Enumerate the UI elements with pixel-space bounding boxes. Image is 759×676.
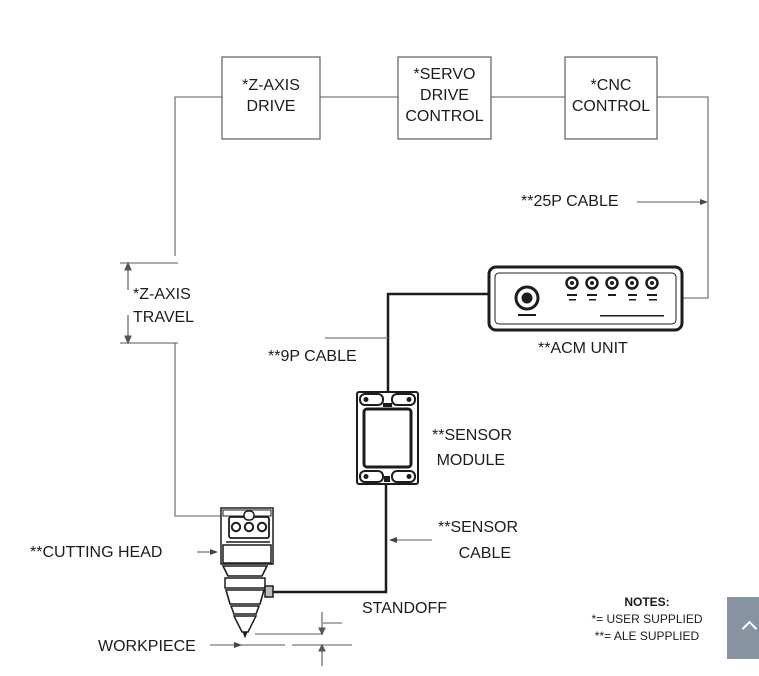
cutting-head-label: **CUTTING HEAD [30, 544, 163, 561]
arrow-cutting-head [210, 549, 218, 555]
acm-unit-label: **ACM UNIT [538, 340, 628, 357]
cable-sensor [272, 484, 388, 594]
zaxis-drive-label: *Z-AXIS DRIVE [242, 77, 300, 115]
chevron-up-icon [741, 620, 758, 637]
notes-user-supplied: *= USER SUPPLIED [591, 612, 703, 626]
cutting-head [220, 507, 274, 639]
acm-unit [487, 265, 684, 332]
zaxis-drive-box [221, 56, 321, 140]
arrow-25p [700, 199, 708, 205]
notes-ale-supplied: **= ALE SUPPLIED [594, 629, 700, 643]
cable-9p [386, 292, 492, 393]
arrow-sensor-cable [389, 537, 397, 543]
workpiece-label: WORKPIECE [98, 638, 196, 655]
notes-block: NOTES: *= USER SUPPLIED **= ALE SUPPLIED [572, 594, 722, 645]
cable-25p-label: **25P CABLE [521, 193, 619, 210]
cable-9p-label: **9P CABLE [268, 348, 357, 365]
acm-main-knob-icon [514, 285, 540, 311]
sensor-module [356, 391, 419, 485]
line-zaxis-left [174, 96, 222, 256]
servo-drive-label: *SERVO DRIVE CONTROL [405, 66, 484, 125]
cnc-control-box [564, 56, 658, 140]
servo-drive-box [397, 56, 492, 140]
cnc-control-label: *CNC CONTROL [571, 77, 651, 115]
zaxis-travel-label: *Z-AXIS TRAVEL [133, 286, 195, 326]
scroll-to-top-button[interactable] [727, 597, 759, 659]
standoff-label: STANDOFF [362, 600, 448, 617]
line-zaxis-down [174, 343, 222, 517]
notes-title: NOTES: [624, 595, 670, 609]
arrow-workpiece [234, 642, 242, 648]
sensor-cable-label: **SENSOR CABLE [438, 519, 519, 562]
sensor-module-label: **SENSOR MODULE [432, 427, 513, 469]
line-cnc-acm [657, 96, 709, 299]
